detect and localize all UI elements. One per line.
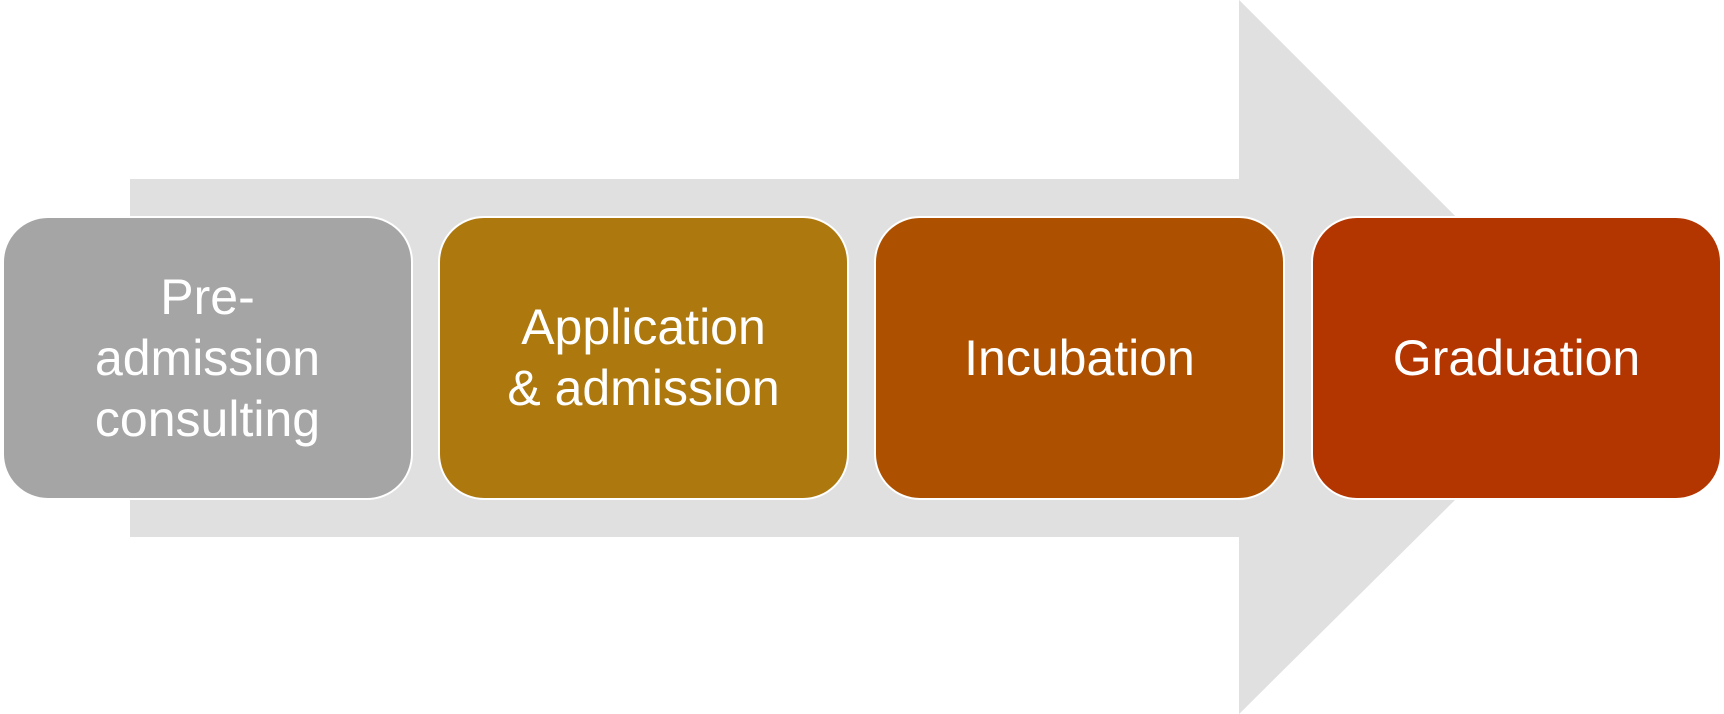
step-label-line: & admission [507, 360, 780, 416]
step-graduation: Graduation [1311, 216, 1722, 500]
step-application-admission: Application & admission [438, 216, 849, 500]
step-label-line: admission [94, 329, 321, 386]
step-incubation: Incubation [874, 216, 1285, 500]
step-label-line: Pre- [160, 268, 255, 325]
step-label-line: Application [521, 299, 766, 355]
step-label-line: consulting [94, 390, 321, 447]
step-pre-admission-consulting: Pre- admission consulting [2, 216, 413, 500]
step-label-line: Incubation [964, 329, 1195, 386]
step-label-line: Graduation [1392, 329, 1641, 386]
